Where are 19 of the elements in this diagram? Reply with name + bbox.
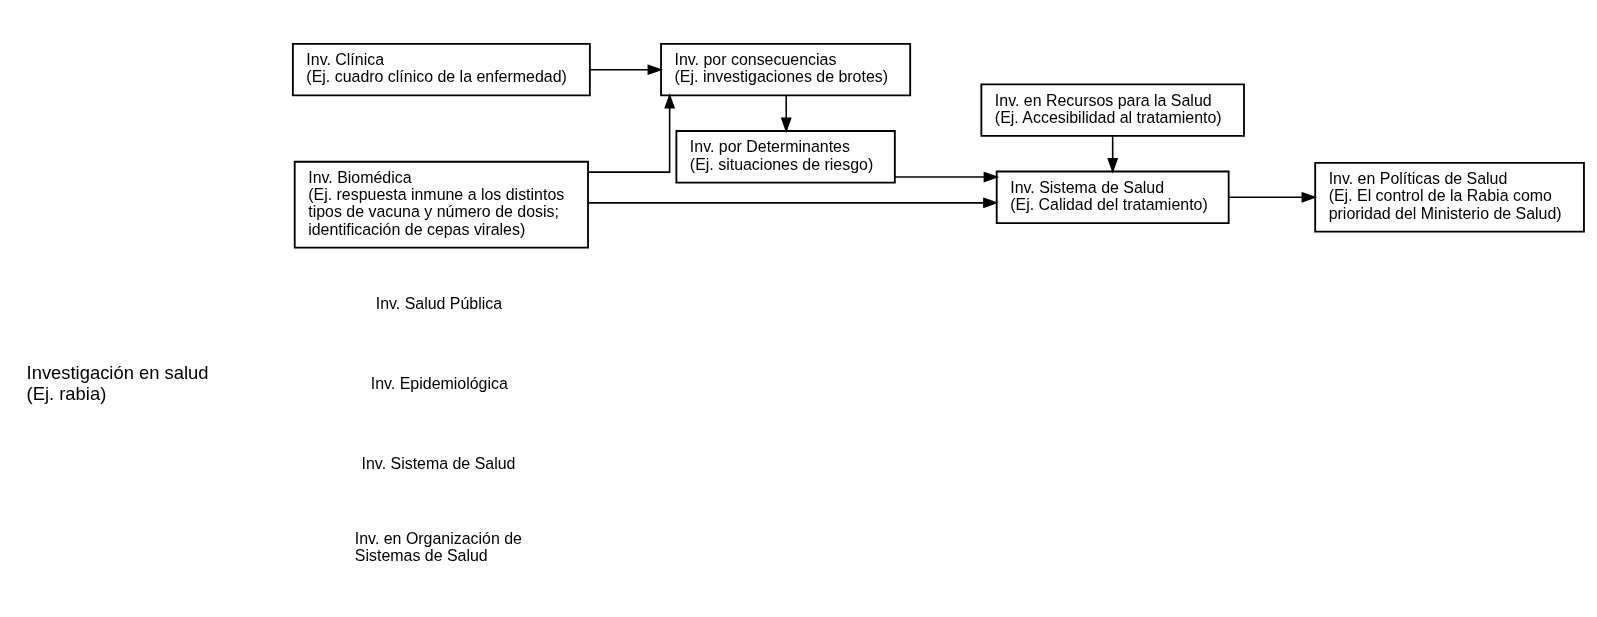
node-box: Inv. por consecuencias (Ej. investigaciones de brotes) — [660, 42, 912, 96]
node-box: Inv. Sistema de Salud (Ej. Calidad del tratamiento) — [995, 170, 1230, 224]
node-box: Inv. Clínica (Ej. cuadro clínico de la enfermedad) — [291, 42, 591, 96]
label: Inv. Sistema de Salud — [361, 454, 516, 472]
arrow — [589, 63, 664, 75]
label: Investigación en salud (Ej. rabia) — [26, 361, 209, 404]
arrow — [1228, 191, 1318, 203]
node-box: Inv. por Determinantes (Ej. situaciones de riesgo) — [675, 129, 896, 183]
arrow — [587, 92, 676, 173]
arrow — [1107, 135, 1119, 174]
label: Inv. en Organización de Sistemas de Salud — [354, 529, 522, 564]
arrow — [780, 94, 792, 133]
node-box: Inv. en Recursos para la Salud (Ej. Accesibilidad al tratamiento) — [980, 83, 1245, 137]
label: Inv. Epidemiológica — [370, 374, 508, 392]
node-box: Inv. Biomédica (Ej. respuesta inmune a los distintos tipos de vacuna y número de dosis; identificación de cepas virales) — [293, 160, 589, 249]
arrow — [587, 196, 999, 208]
arrow — [894, 171, 1000, 182]
node-box: Inv. en Políticas de Salud (Ej. El control de la Rabia como prioridad del Ministerio de Salud) — [1314, 161, 1585, 233]
label: Inv. Salud Pública — [375, 294, 503, 312]
